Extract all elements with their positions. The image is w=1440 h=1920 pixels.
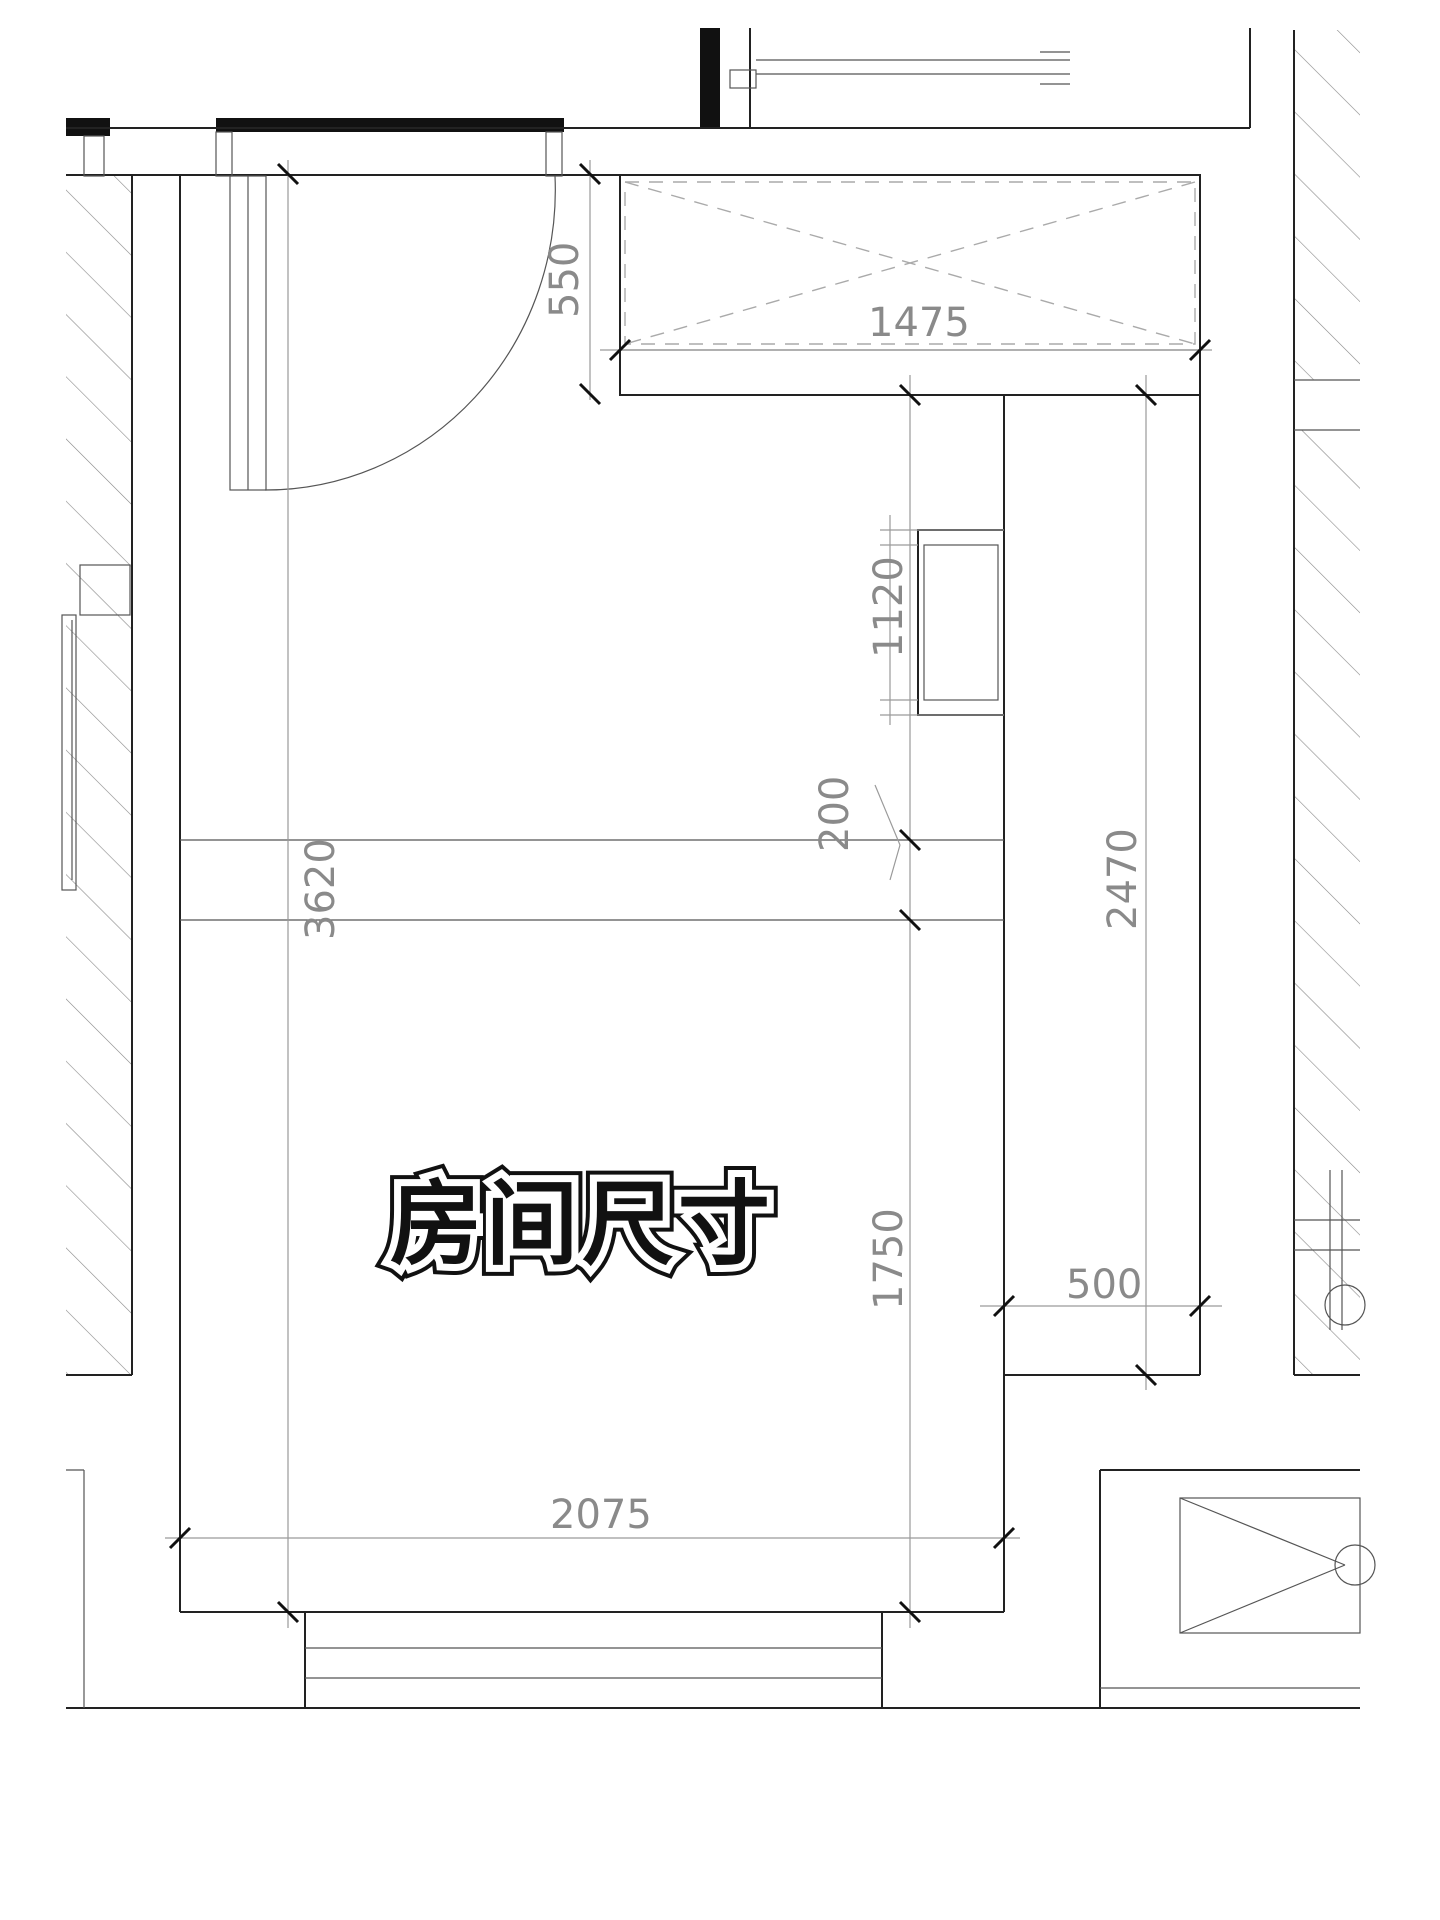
title-group: 房间尺寸 房间尺寸 <box>379 1160 781 1289</box>
dimension-labels: 550 1475 1120 200 3620 2470 1750 500 207… <box>298 242 1146 1538</box>
page-title: 房间尺寸 <box>390 1171 774 1278</box>
left-wall <box>61 174 133 1376</box>
dim-wardrobe-depth: 550 <box>542 242 588 318</box>
dim-wardrobe-width: 1475 <box>868 300 970 346</box>
dim-room-length: 3620 <box>298 838 344 940</box>
dimension-lines <box>165 160 1222 1628</box>
top-wall <box>66 28 1251 177</box>
dim-tv-niche: 1120 <box>866 556 912 658</box>
dim-room-width: 2075 <box>550 1492 652 1538</box>
page-title-outline: 房间尺寸 <box>390 1171 774 1278</box>
wardrobe <box>619 174 1201 396</box>
beam <box>180 839 1004 921</box>
right-wall <box>1293 30 1366 1376</box>
bottom-area <box>66 1469 1376 1709</box>
room-outline <box>179 175 1201 1613</box>
tv-niche <box>880 515 1005 725</box>
door <box>229 175 556 491</box>
dim-side-depth: 500 <box>1066 1262 1142 1308</box>
dim-beam: 200 <box>812 776 858 852</box>
dimension-ticks <box>168 162 1212 1624</box>
dim-lower-length: 1750 <box>866 1208 912 1310</box>
dim-side-length: 2470 <box>1100 828 1146 930</box>
